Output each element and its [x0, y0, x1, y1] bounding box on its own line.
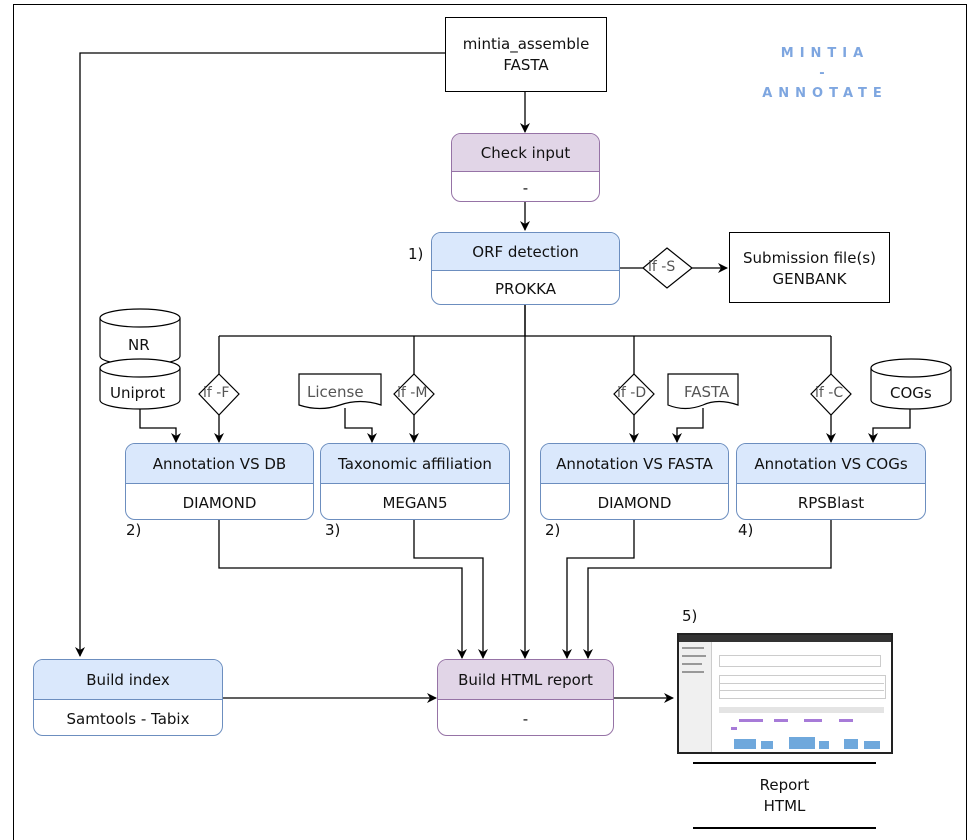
title-line-2: - — [819, 66, 831, 81]
input-box-line-2: FASTA — [503, 56, 549, 74]
database-cogs — [870, 358, 952, 410]
step-5-label: 5) — [682, 607, 698, 625]
annotation-vs-cogs-sub: RPSBlast — [797, 493, 865, 512]
annotation-vs-cogs-box: Annotation VS COGs RPSBlast — [736, 443, 926, 520]
diagram-title: MINTIA - ANNOTATE — [740, 44, 910, 104]
build-index-title: Build index — [34, 660, 222, 700]
annotation-vs-cogs-title: Annotation VS COGs — [737, 444, 925, 484]
report-thumbnail-image — [677, 633, 893, 754]
orf-detection-box: ORF detection PROKKA — [431, 232, 620, 305]
decision-diamond-d — [613, 373, 655, 416]
build-index-sub: Samtools - Tabix — [66, 709, 190, 728]
decision-diamond-m — [393, 373, 435, 416]
annotation-vs-fasta-box: Annotation VS FASTA DIAMOND — [540, 443, 729, 520]
database-uniprot-label: Uniprot — [110, 384, 166, 402]
build-index-box: Build index Samtools - Tabix — [33, 659, 223, 736]
diagram-frame — [13, 4, 967, 840]
report-line-1: Report — [759, 776, 810, 794]
condition-c-label: if -C — [815, 385, 844, 401]
annotation-vs-fasta-sub: DIAMOND — [597, 493, 672, 512]
annotation-vs-db-title: Annotation VS DB — [126, 444, 313, 484]
submission-files-box: Submission file(s) GENBANK — [729, 232, 890, 303]
database-cogs-label: COGs — [890, 384, 932, 402]
step-1-label: 1) — [408, 245, 424, 263]
title-line-3: ANNOTATE — [762, 86, 888, 101]
document-fasta-label: FASTA — [684, 383, 730, 401]
taxonomic-affiliation-title: Taxonomic affiliation — [321, 444, 509, 484]
step-4-label: 4) — [738, 521, 754, 539]
decision-diamond-s — [642, 247, 693, 289]
step-2b-label: 2) — [545, 521, 561, 539]
build-html-report-box: Build HTML report - — [437, 659, 614, 736]
submission-line-1: Submission file(s) — [743, 249, 876, 267]
document-fasta — [667, 373, 739, 410]
condition-m-label: if -M — [397, 385, 428, 401]
document-license-label: License — [307, 383, 364, 401]
condition-f-label: if -F — [203, 385, 230, 401]
annotation-vs-db-sub: DIAMOND — [182, 493, 257, 512]
database-nr-label: NR — [128, 336, 150, 354]
orf-detection-sub: PROKKA — [495, 279, 556, 298]
check-input-title: Check input — [452, 134, 599, 172]
annotation-vs-fasta-title: Annotation VS FASTA — [541, 444, 728, 484]
build-html-report-title: Build HTML report — [438, 660, 613, 700]
taxonomic-affiliation-sub: MEGAN5 — [382, 493, 448, 512]
condition-s-label: if -S — [648, 259, 676, 275]
input-fasta-box: mintia_assemble FASTA — [445, 17, 607, 92]
orf-detection-title: ORF detection — [432, 233, 619, 271]
step-2-label: 2) — [126, 521, 142, 539]
decision-diamond-f — [198, 373, 240, 416]
decision-diamond-c — [810, 373, 852, 416]
submission-line-2: GENBANK — [772, 270, 847, 288]
check-input-box: Check input - — [451, 133, 600, 202]
step-3-label: 3) — [325, 521, 341, 539]
annotation-vs-db-box: Annotation VS DB DIAMOND — [125, 443, 314, 520]
condition-d-label: if -D — [617, 385, 647, 401]
title-line-1: MINTIA — [780, 46, 870, 61]
report-line-2: HTML — [763, 797, 806, 815]
taxonomic-affiliation-box: Taxonomic affiliation MEGAN5 — [320, 443, 510, 520]
check-input-sub: - — [522, 178, 529, 197]
input-box-line-1: mintia_assemble — [462, 35, 590, 53]
report-html-label: Report HTML — [693, 775, 876, 817]
build-html-report-sub: - — [522, 709, 529, 728]
database-nr-uniprot — [99, 308, 181, 410]
document-license — [298, 373, 382, 410]
